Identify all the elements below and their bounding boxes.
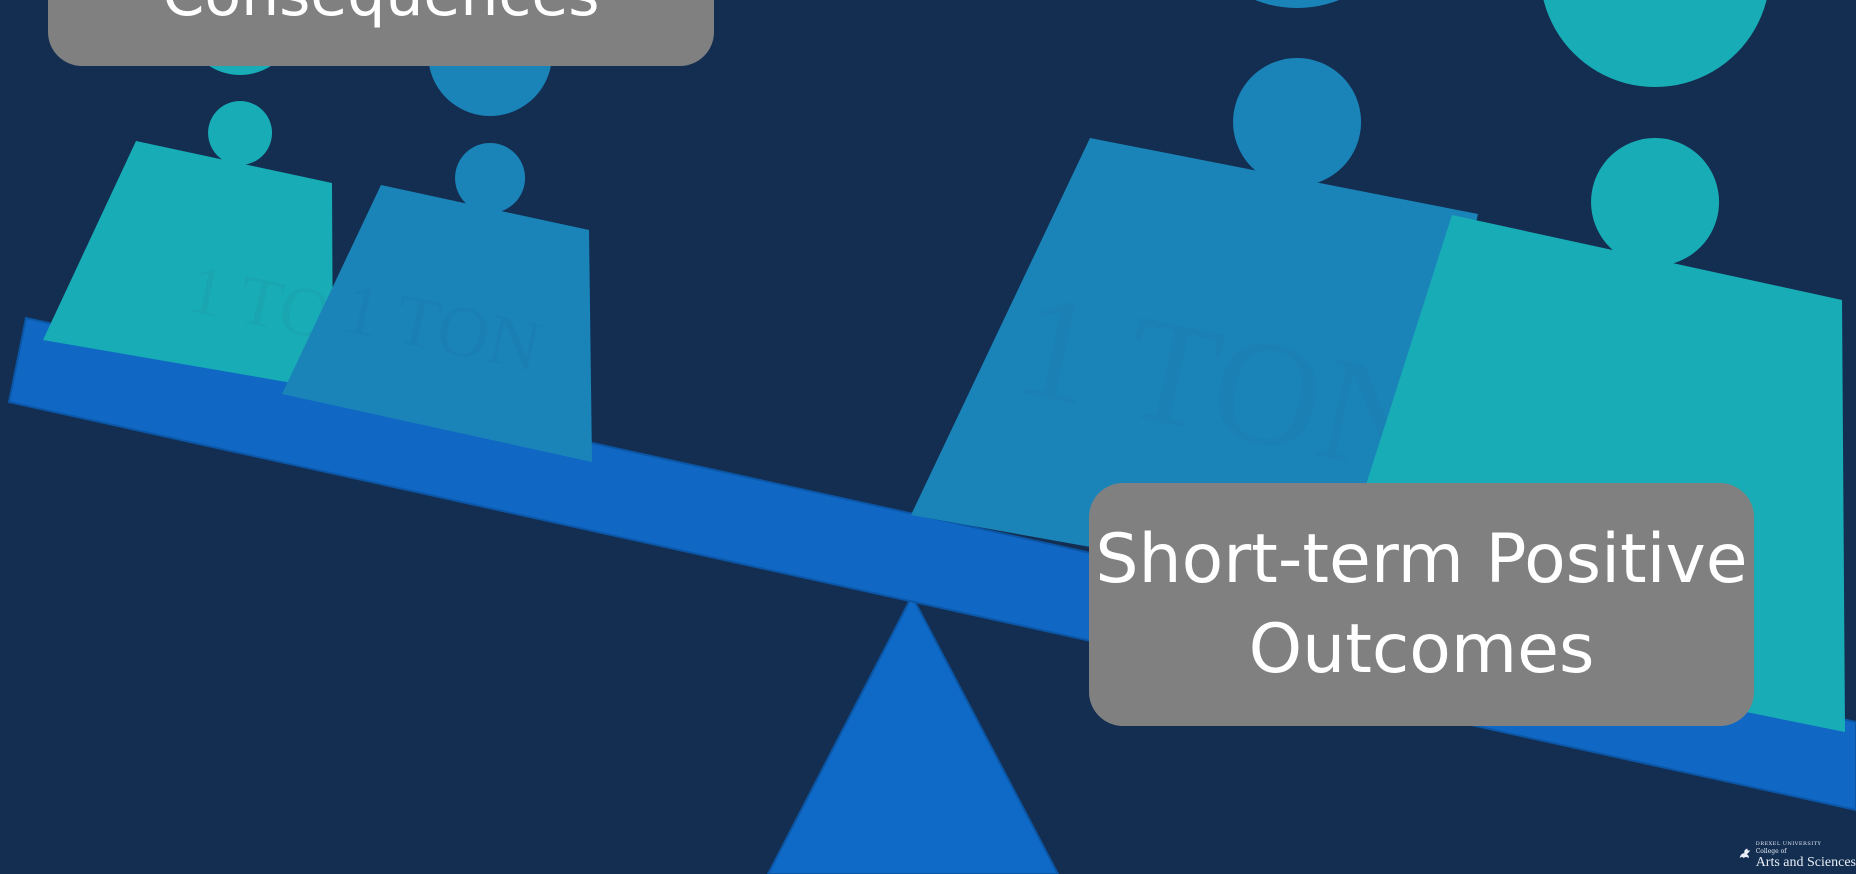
short-term-outcomes-label-box: Short-term Positive Outcomes [1089,483,1754,726]
drexel-logo: DREXEL UNIVERSITY College of Arts and Sc… [1738,834,1856,870]
short-term-label-line1: Short-term Positive [1095,515,1747,605]
consequences-label: Consequences [162,0,599,38]
logo-arts-sciences: Arts and Sciences [1756,856,1856,870]
consequences-label-box: Consequences [48,0,714,66]
short-term-label-line2: Outcomes [1249,605,1595,695]
dragon-icon [1738,836,1752,870]
logo-university: DREXEL UNIVERSITY [1756,842,1856,847]
fulcrum-triangle [768,596,1058,874]
